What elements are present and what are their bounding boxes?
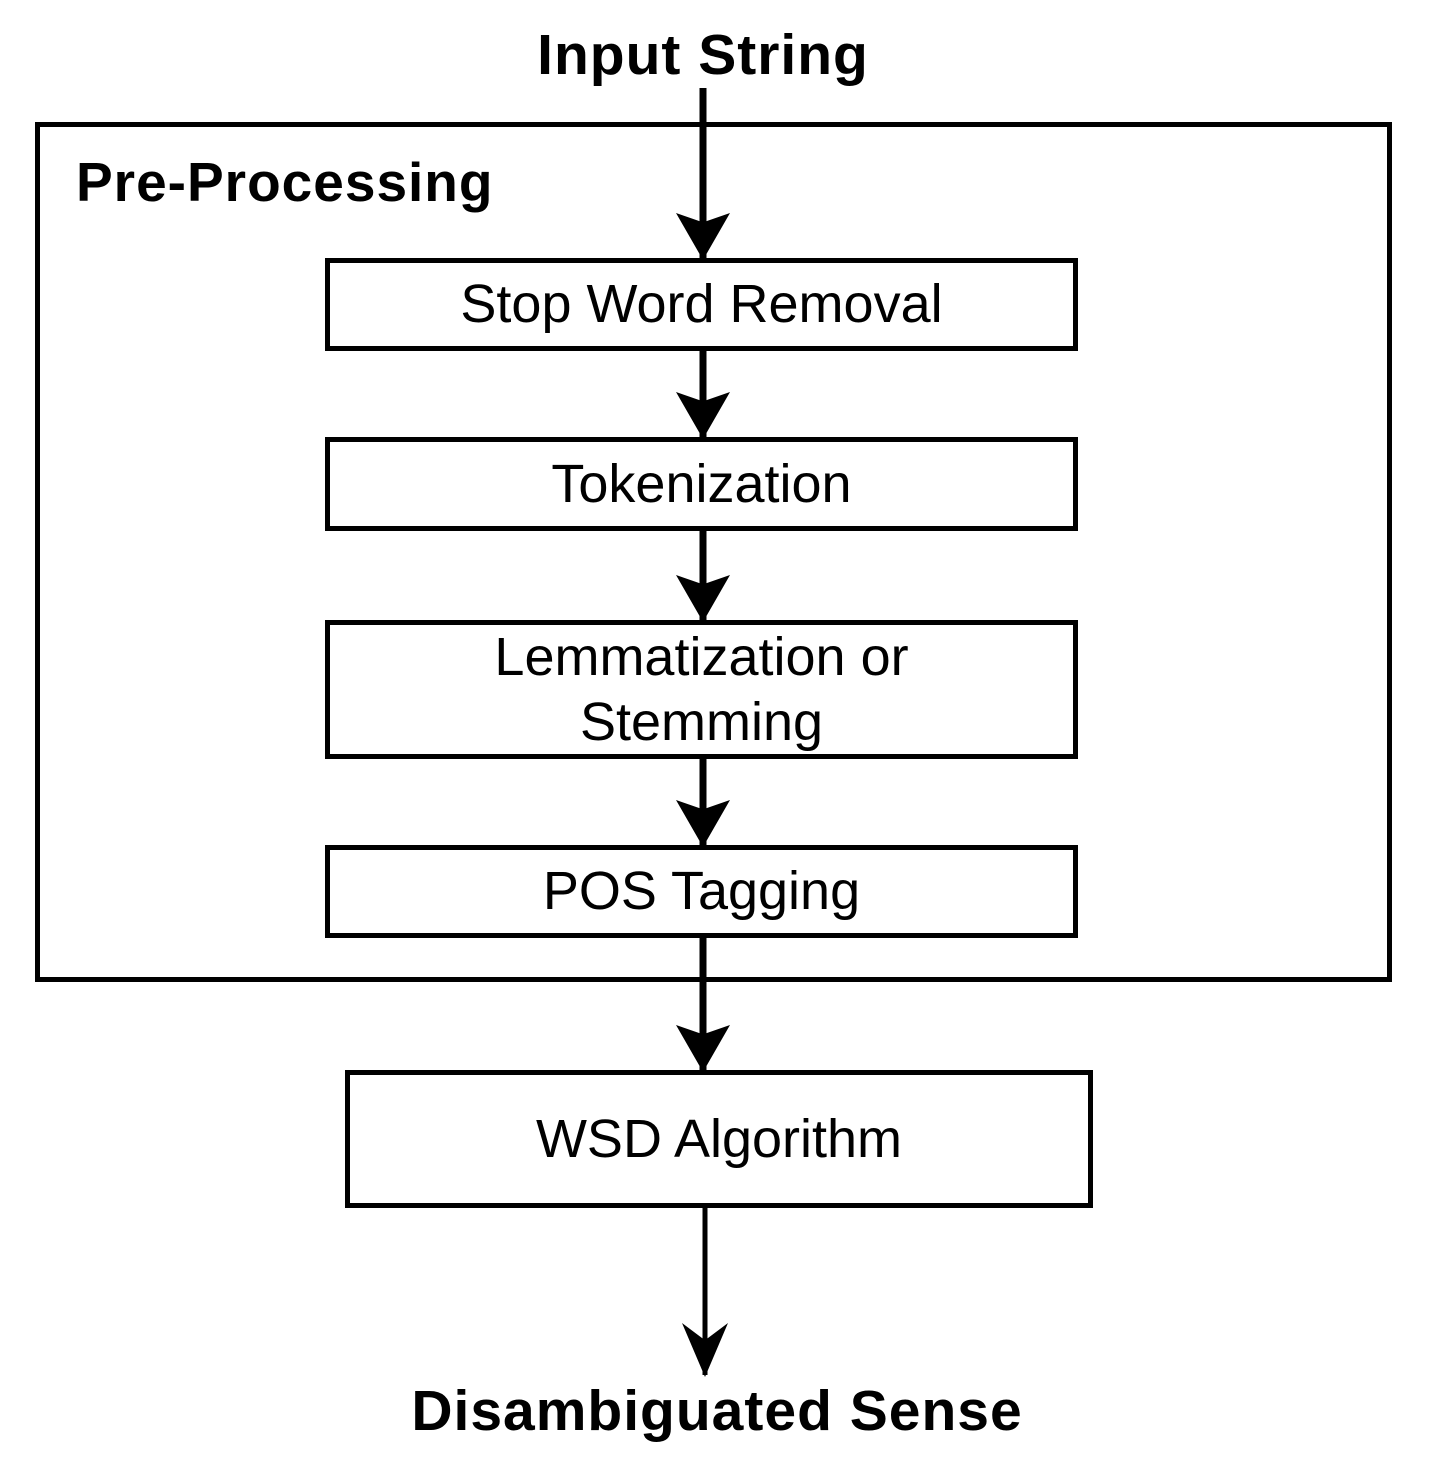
arrow-shaft — [699, 937, 707, 1070]
tokenization-box: Tokenization — [325, 437, 1078, 531]
input-string-label: Input String — [537, 23, 869, 87]
arrow-tokenization-to-lemmatization — [676, 530, 730, 622]
tokenization-label: Tokenization — [551, 453, 852, 514]
arrow-shaft — [699, 530, 707, 620]
pre-processing-label: Pre-Processing — [76, 151, 494, 213]
wsd-algorithm-label: WSD Algorithm — [535, 1108, 903, 1169]
arrow-stopword-to-tokenization — [676, 350, 730, 439]
arrow-shaft — [699, 758, 707, 845]
arrow-shaft — [702, 1207, 708, 1375]
arrow-wsd-to-output — [682, 1207, 728, 1377]
wsd-algorithm-box: WSD Algorithm — [345, 1070, 1093, 1208]
arrow-postagging-to-wsd — [676, 937, 730, 1072]
arrow-shaft — [699, 350, 707, 437]
pre-processing-container-box — [35, 122, 1392, 982]
lemmatization-or-stemming-box: Lemmatization or Stemming — [325, 620, 1078, 759]
arrow-lemmatization-to-postagging — [676, 758, 730, 847]
lemmatization-or-stemming-label: Lemmatization or Stemming — [494, 626, 909, 752]
stop-word-removal-label: Stop Word Removal — [460, 274, 943, 335]
pos-tagging-label: POS Tagging — [542, 861, 861, 922]
disambiguated-sense-label: Disambiguated Sense — [411, 1379, 1023, 1443]
stop-word-removal-box: Stop Word Removal — [325, 258, 1078, 351]
arrow-input-to-stopword — [676, 88, 730, 260]
pos-tagging-box: POS Tagging — [325, 845, 1078, 938]
arrow-shaft — [699, 88, 707, 258]
